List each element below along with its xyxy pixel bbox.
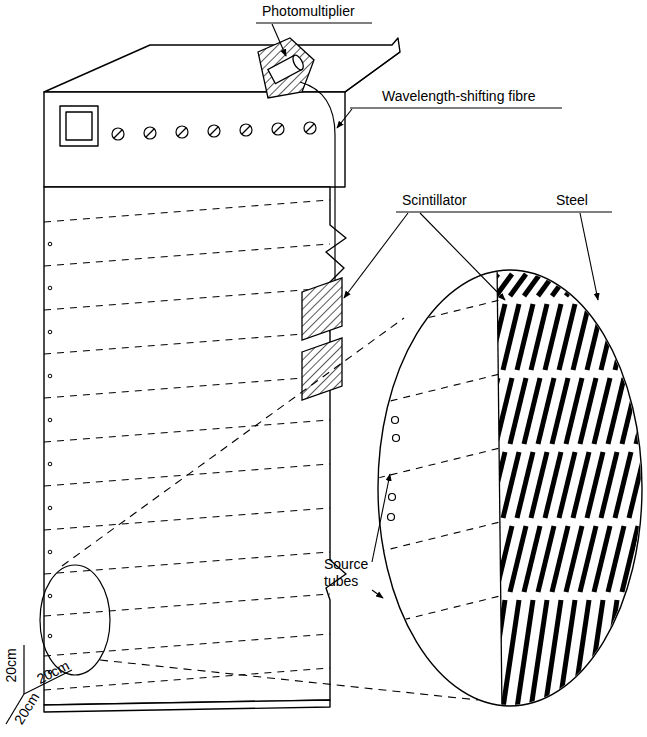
magnifier-ring [40, 565, 110, 675]
zoom-circle [378, 270, 642, 706]
part-label: Scintillator [402, 192, 467, 209]
part-label: Source tubes [324, 556, 376, 590]
part-label: 20cm [11, 689, 44, 727]
part-label: Steel [556, 192, 588, 209]
part-label: Photomultiplier [262, 3, 355, 20]
photomultiplier-symbol [258, 38, 314, 98]
fibre-line [300, 82, 335, 300]
scintillator-tile [302, 278, 342, 400]
tile-rows [44, 200, 330, 690]
leader-line [256, 23, 612, 598]
source-tube-dots [48, 242, 52, 674]
part-label: 20cm [3, 648, 20, 682]
part-label: Wavelength-shifting fibre [382, 88, 536, 105]
part-label: 20cm [34, 657, 72, 688]
zoom-content [378, 262, 647, 712]
module-body [44, 38, 400, 712]
girder-holes [112, 122, 316, 140]
